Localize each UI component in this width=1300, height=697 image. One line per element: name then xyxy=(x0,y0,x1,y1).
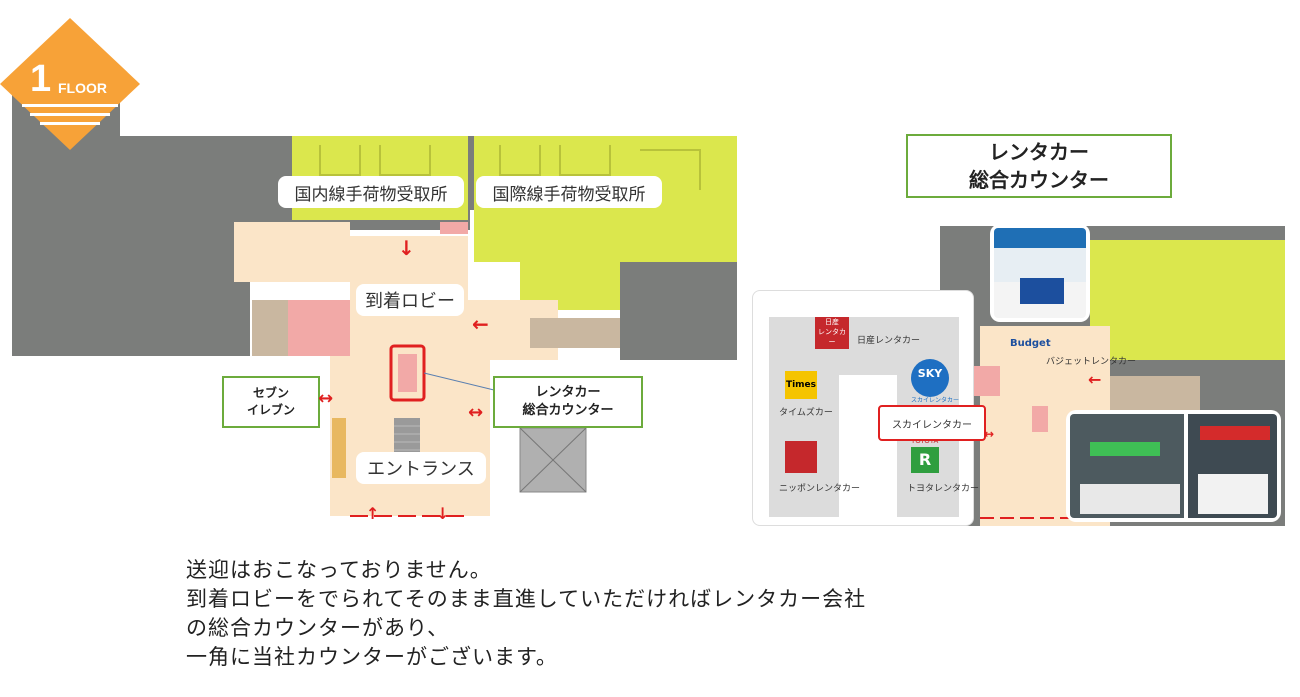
counter-area-photo xyxy=(1066,410,1281,522)
right-title-line2: 総合カウンター xyxy=(969,168,1109,192)
caption-line4: 一角に当社カウンターがございます。 xyxy=(186,645,558,669)
seven-eleven-callout: セブン イレブン xyxy=(222,376,320,428)
arrow-down-bottom-icon: ↓ xyxy=(436,504,450,523)
right-arrow-left-icon: ← xyxy=(1088,370,1102,389)
floor-text: FLOOR xyxy=(58,80,107,96)
left-floor-map: 1 FLOOR 国内線手荷物受取所 国際線手荷物受取所 到着ロビー エントランス… xyxy=(0,0,740,530)
toyota-label: トヨタレンタカー xyxy=(907,484,980,494)
double-arrow-left-icon: ↔ xyxy=(318,388,334,409)
left-map-shapes xyxy=(12,88,737,517)
nissan-logo: 日産 レンタカー xyxy=(815,317,849,349)
budget-label: バジェットレンタカー xyxy=(1046,357,1137,367)
caption-line1: 送迎はおこなっておりません。 xyxy=(186,558,492,582)
caption-line2: 到着ロビーをでられてそのまま直進していただければレンタカー会社 xyxy=(186,587,867,611)
sky-sub-label: スカイレンタカー xyxy=(911,397,960,404)
caption-text: 送迎はおこなっておりません。 到着ロビーをでられてそのまま直進していただければレ… xyxy=(186,556,866,672)
pink-block xyxy=(288,300,350,356)
international-baggage-label: 国際線手荷物受取所 xyxy=(476,176,662,208)
caption-line3: の総合カウンターがあり、 xyxy=(186,616,450,640)
floor-badge: 1 FLOOR xyxy=(0,18,140,150)
arrival-lobby-label: 到着ロビー xyxy=(356,284,464,316)
seven-eleven-line2: イレブン xyxy=(246,403,295,417)
double-arrow-right-icon: ↔ xyxy=(468,402,484,423)
sky-arrow-icon: ↔ xyxy=(984,427,995,441)
seven-eleven-line1: セブン xyxy=(252,386,289,400)
floor-number: 1 xyxy=(30,58,52,100)
budget-counter-photo xyxy=(990,224,1090,322)
rental-callout-line1: レンタカー xyxy=(535,385,601,400)
arrow-down-icon: ↓ xyxy=(398,236,415,260)
sky-logo: SKY xyxy=(911,359,949,397)
nippon-logo xyxy=(785,441,817,473)
arrival-lobby-area xyxy=(234,222,350,282)
arrow-left-icon: ← xyxy=(472,312,489,336)
rental-callout-line2: 総合カウンター xyxy=(522,403,614,418)
sky-highlight-label: スカイレンタカー xyxy=(892,419,972,431)
sky-logo-text: SKY xyxy=(917,367,943,380)
entrance-label: エントランス xyxy=(356,452,486,484)
right-panel-title: レンタカー 総合カウンター xyxy=(906,134,1172,198)
toyota-r-icon: R xyxy=(911,447,939,473)
arrow-up-icon: ↑ xyxy=(366,504,380,523)
times-label: タイムズカー xyxy=(779,408,833,418)
nissan-label: 日産レンタカー xyxy=(857,336,921,346)
right-title-line1: レンタカー xyxy=(989,140,1089,164)
budget-logo: Budget xyxy=(1010,338,1051,349)
sky-highlight-box: スカイレンタカー xyxy=(878,405,986,441)
rental-counter-callout: レンタカー 総合カウンター xyxy=(493,376,643,428)
domestic-baggage-label: 国内線手荷物受取所 xyxy=(278,176,464,208)
toyota-logo: TOYOTA xyxy=(911,437,939,445)
nippon-label: ニッポンレンタカー xyxy=(779,484,861,494)
times-logo: Times xyxy=(785,371,817,399)
